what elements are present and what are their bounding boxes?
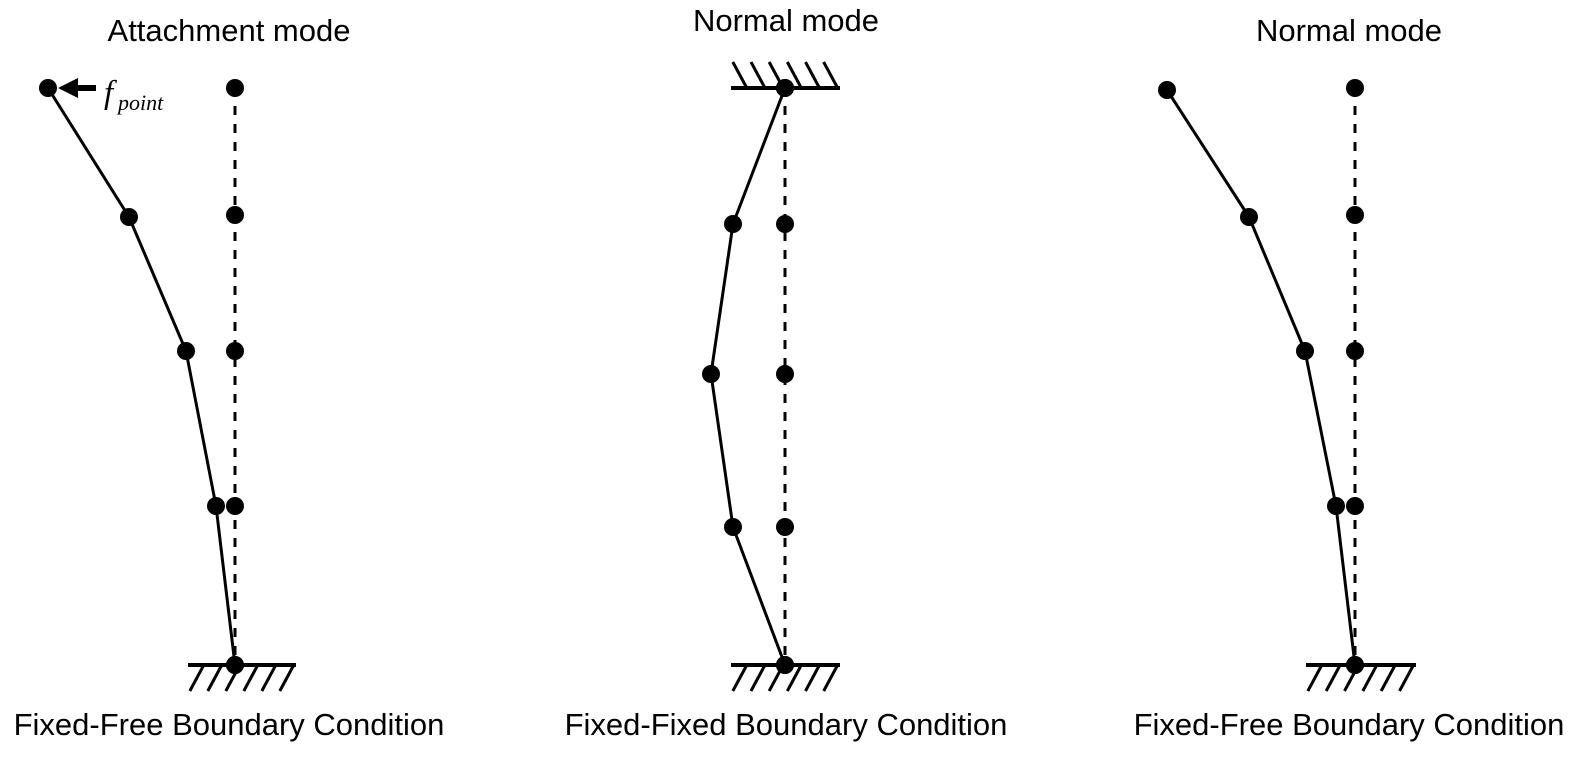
panel-normal-mode-fixed-free-bottom-support-hatch [1361,664,1379,692]
panel-normal-mode-fixed-fixed-deformed-node [724,518,742,536]
panel-normal-mode-fixed-fixed-bottom-support-hatch [749,664,767,692]
panel-attachment-mode-deformed-node [120,208,138,226]
panel-normal-mode-fixed-free-bottom-support-hatch [1306,664,1324,692]
panel-attachment-mode-bottom-support-hatch [260,664,278,692]
panel-normal-mode-fixed-free-bottom-support-hatch [1324,664,1342,692]
panel-attachment-mode-undeformed-node [226,342,244,360]
panel-normal-mode-fixed-fixed-undeformed-node [776,518,794,536]
panel-attachment-mode-undeformed-node [226,206,244,224]
panel-normal-mode-fixed-free-bottom-support-hatch [1398,664,1415,692]
panel-normal-mode-fixed-fixed-top-support-hatch [785,61,803,89]
panel-normal-mode-fixed-free-title: Normal mode [1256,13,1442,48]
panel-normal-mode-fixed-fixed-deformed-node [776,656,794,674]
panel-normal-mode-fixed-free-deformed-curve [1165,88,1357,667]
panel-normal-mode-fixed-fixed-bottom-support-hatch [822,664,839,692]
panel-attachment-mode-caption: Fixed-Free Boundary Condition [14,707,445,742]
panel-normal-mode-fixed-free-deformed-node [1346,656,1364,674]
panel-normal-mode-fixed-free-undeformed-node [1346,497,1364,515]
panel-attachment-mode-bottom-support-hatch [188,664,206,692]
panel-attachment-mode-force-label-subscript: point [116,90,164,115]
panel-normal-mode-fixed-fixed-top-support-hatch [822,61,839,89]
panel-normal-mode-fixed-free-deformed-node [1240,208,1258,226]
panel-attachment-mode-bottom-support-hatch [242,664,260,692]
panel-normal-mode-fixed-free-undeformed-node [1346,342,1364,360]
panel-normal-mode-fixed-free-bottom-support-hatch [1379,664,1397,692]
panel-normal-mode-fixed-fixed-deformed-node [724,215,742,233]
panel-attachment-mode-bottom-support-hatch [278,664,296,692]
panel-normal-mode-fixed-free-undeformed-node [1346,79,1364,97]
panel-attachment-mode-title: Attachment mode [108,13,351,48]
panel-normal-mode-fixed-fixed-top-support-hatch [731,61,749,89]
panel-attachment-mode-deformed-node [226,656,244,674]
panel-normal-mode-fixed-fixed-deformed-node [702,365,720,383]
panel-attachment-mode-undeformed-node [226,497,244,515]
panel-normal-mode-fixed-fixed-deformed-node [776,79,794,97]
panel-normal-mode-fixed-fixed-deformed-curve [709,86,787,667]
panel-attachment-mode-undeformed-node [226,79,244,97]
panel-attachment-mode-force-arrow-head [58,78,78,98]
panel-attachment-mode-deformed-node [39,79,57,97]
panel-normal-mode-fixed-fixed-bottom-support-hatch [804,664,821,692]
panel-attachment-mode-deformed-node [207,497,225,515]
panel-normal-mode-fixed-free-deformed-node [1327,497,1345,515]
panel-normal-mode-fixed-fixed-title: Normal mode [693,3,879,38]
panel-normal-mode-fixed-free-deformed-node [1296,342,1314,360]
panel-normal-mode-fixed-free-deformed-node [1158,81,1176,99]
panel-attachment-mode-bottom-support-hatch [206,664,224,692]
panel-normal-mode-fixed-fixed-top-support-hatch [804,61,821,89]
panel-attachment-mode-deformed-curve [46,86,237,667]
panel-normal-mode-fixed-fixed-bottom-support-hatch [731,664,749,692]
panel-normal-mode-fixed-fixed-undeformed-node [776,365,794,383]
panel-normal-mode-fixed-fixed-undeformed-node [776,215,794,233]
panel-normal-mode-fixed-free-undeformed-node [1346,206,1364,224]
panel-normal-mode-fixed-fixed-bottom-support-hatch [785,664,803,692]
panel-attachment-mode-force-label-base: f [104,75,117,111]
panel-normal-mode-fixed-fixed-caption: Fixed-Fixed Boundary Condition [565,707,1008,742]
panel-normal-mode-fixed-free-caption: Fixed-Free Boundary Condition [1134,707,1565,742]
panel-attachment-mode-deformed-node [177,342,195,360]
panel-normal-mode-fixed-fixed-top-support-hatch [749,61,767,89]
